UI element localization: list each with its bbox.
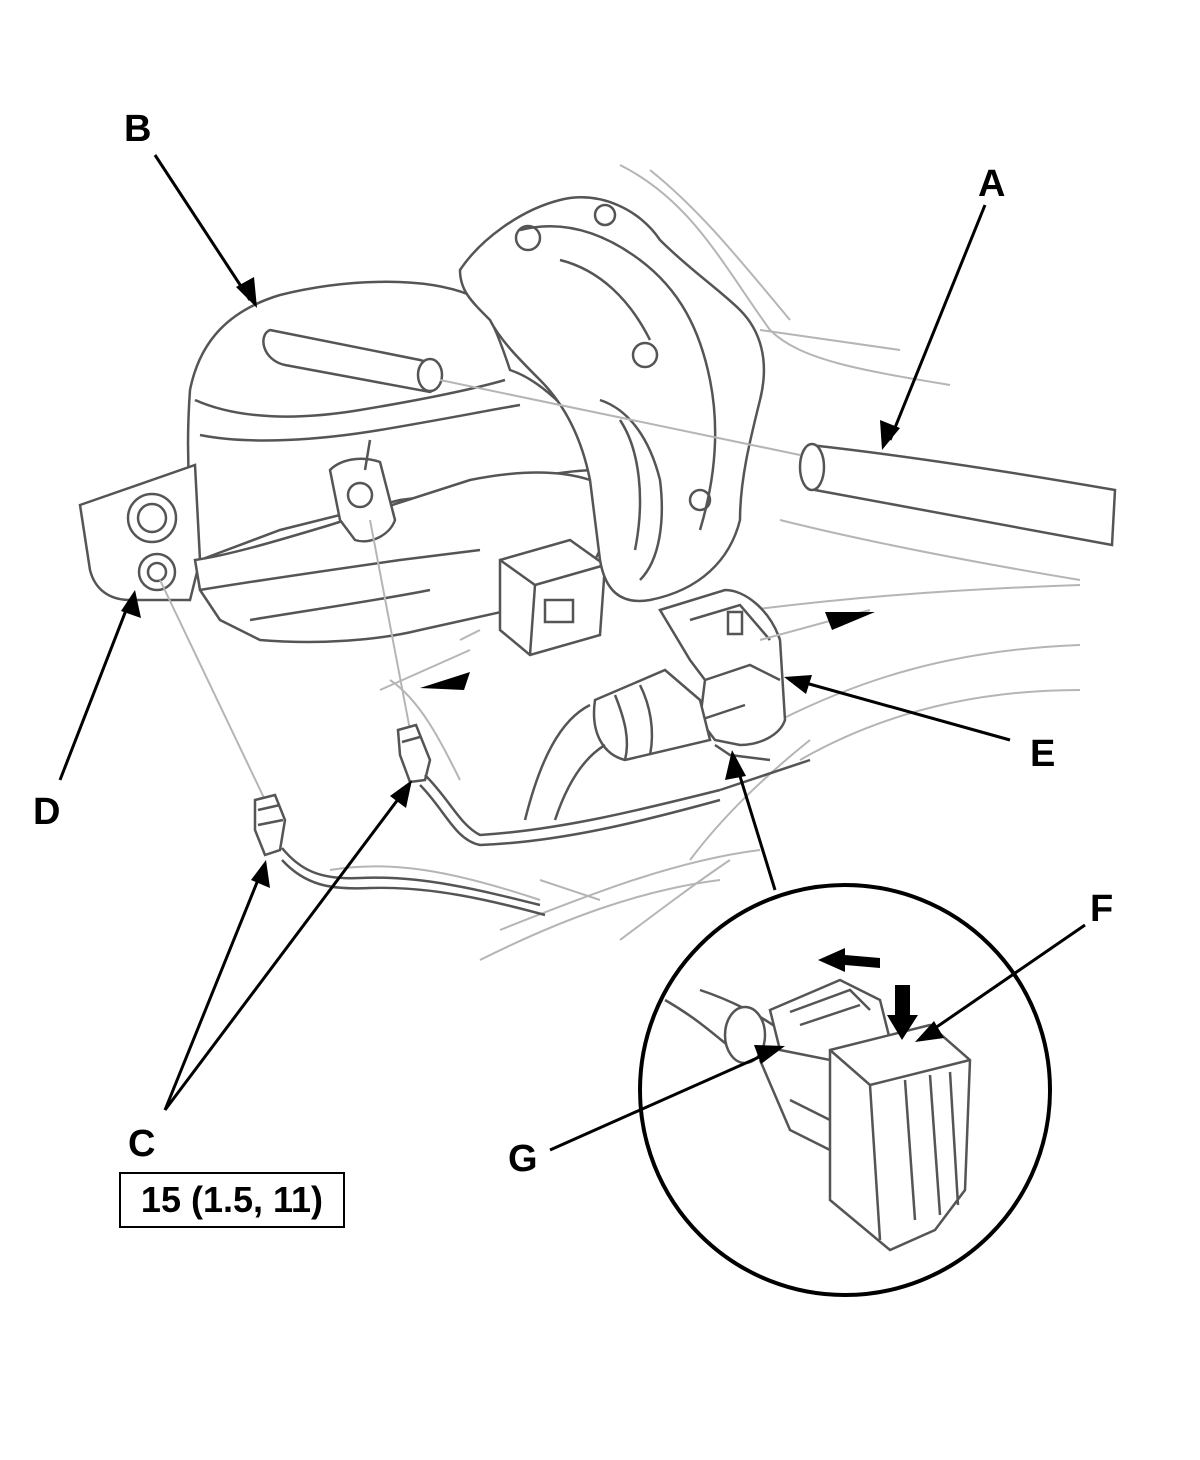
torque-spec: 15 (1.5, 11) [140, 1179, 324, 1220]
callout-f: F [1090, 888, 1114, 930]
brake-lines [159, 519, 811, 917]
callout-b: B [124, 108, 152, 150]
callout-c: C [128, 1123, 156, 1165]
callout-d: D [33, 791, 61, 833]
detail-view [638, 883, 1052, 1297]
torque-spec-box: 15 (1.5, 11) [119, 1172, 345, 1228]
master-cylinder-assembly [78, 280, 612, 657]
callout-g: G [508, 1138, 538, 1180]
background-contours [329, 164, 1081, 961]
brake-booster [458, 196, 766, 603]
leader-lines [58, 154, 1086, 1152]
vacuum-hose [439, 379, 1117, 547]
callout-a: A [978, 163, 1006, 205]
callout-e: E [1030, 733, 1056, 775]
connector-assembly [523, 588, 787, 821]
direction-arrows [379, 609, 875, 691]
